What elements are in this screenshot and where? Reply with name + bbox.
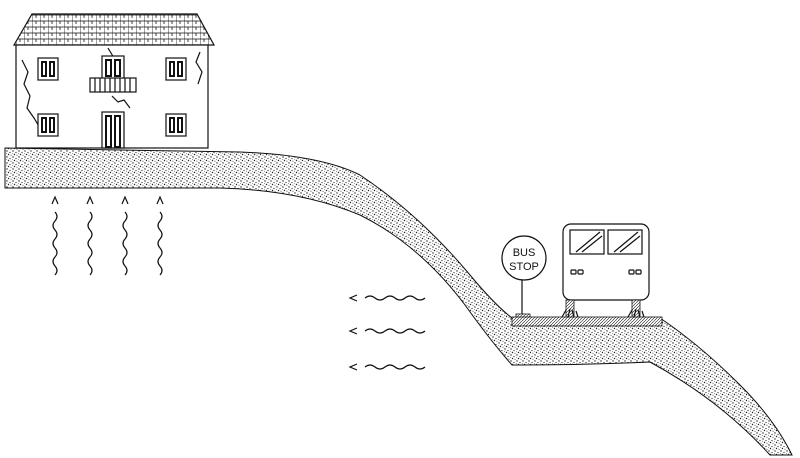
vertical-wave-arrowhead-4 <box>156 195 164 205</box>
horizontal-wave-3 <box>364 364 426 370</box>
bus-grass-left <box>561 308 579 318</box>
horizontal-wave-arrowhead-1 <box>348 294 358 302</box>
bus-stop-sign: BUS STOP <box>501 235 547 320</box>
wall-crack-right <box>195 51 203 85</box>
vertical-wave-4 <box>157 211 163 276</box>
bus <box>561 223 650 318</box>
house-door <box>101 111 125 149</box>
horizontal-wave-arrowhead-3 <box>348 363 358 371</box>
bus-wheel-right <box>631 299 641 318</box>
vertical-wave-3 <box>122 211 128 276</box>
bus-headlight-left <box>570 269 577 275</box>
soil-slope <box>4 147 793 456</box>
bus-headlight-left-2 <box>577 269 584 275</box>
bus-stop-line1: BUS <box>513 247 536 259</box>
road-pad <box>511 316 663 327</box>
bus-wheel-left <box>565 299 575 318</box>
bus-headlight-right-2 <box>635 269 642 275</box>
horizontal-wave-1 <box>364 295 426 301</box>
house-roof <box>12 13 216 46</box>
bus-grass-right <box>627 308 645 318</box>
bus-headlight-right <box>628 269 635 275</box>
window-upper-center <box>101 55 125 81</box>
horizontal-wave-2 <box>364 328 426 334</box>
wall-crack-left <box>21 59 41 129</box>
window-upper-right <box>165 57 187 81</box>
vertical-wave-arrowhead-1 <box>51 195 59 205</box>
horizontal-wave-arrowhead-2 <box>348 327 358 335</box>
bus-windshield-right <box>607 229 643 255</box>
window-lower-left <box>37 113 59 137</box>
vertical-heat-waves <box>51 195 164 276</box>
vertical-wave-arrowhead-3 <box>121 195 129 205</box>
horizontal-heat-waves <box>348 294 426 371</box>
house <box>12 13 216 149</box>
window-upper-left <box>37 57 59 81</box>
bus-stop-line2: STOP <box>509 261 539 273</box>
balcony <box>89 77 137 93</box>
vertical-wave-1 <box>52 211 58 276</box>
bus-windshield-left <box>569 229 605 255</box>
vertical-wave-2 <box>87 211 93 276</box>
vertical-wave-arrowhead-2 <box>86 195 94 205</box>
window-lower-right <box>165 113 187 137</box>
